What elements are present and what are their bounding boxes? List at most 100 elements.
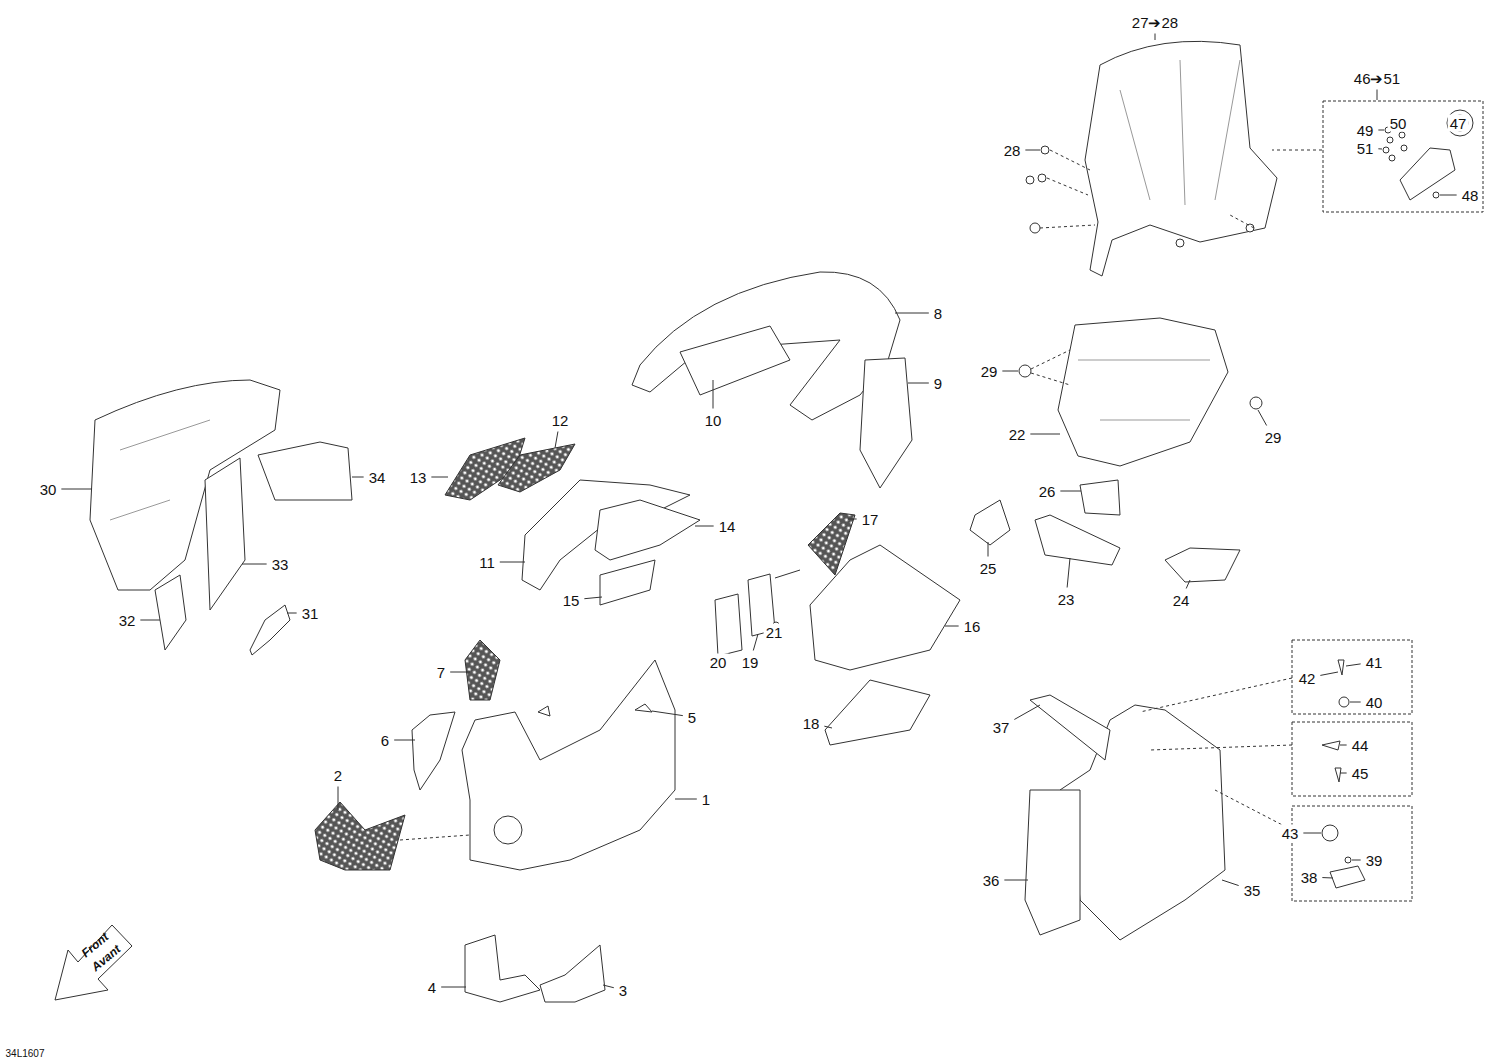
callout-number: 33 — [270, 556, 291, 573]
callout-number: 30 — [38, 481, 59, 498]
callout-number: 39 — [1364, 852, 1385, 869]
leader-line — [713, 380, 714, 409]
leader-line — [824, 726, 832, 728]
leader-line — [394, 740, 415, 741]
side-panel — [90, 380, 280, 590]
leader-line — [1002, 371, 1018, 372]
callout-number: 47 — [1448, 115, 1469, 132]
callout-number: 51 — [1355, 140, 1376, 157]
leader-line — [988, 542, 989, 557]
leader-line — [1350, 702, 1361, 703]
leader-line — [945, 626, 959, 627]
drawing-code: 34L1607 — [4, 1048, 47, 1060]
callout-number: 19 — [740, 654, 761, 671]
leader-line — [1060, 491, 1081, 492]
callout-number: 42 — [1297, 670, 1318, 687]
leader-line — [1025, 150, 1040, 151]
callout-number: 14 — [717, 518, 738, 535]
callout-number: 16 — [962, 618, 983, 635]
callout-number: 43 — [1280, 825, 1301, 842]
leader-line — [1440, 195, 1457, 196]
callout-number: 3 — [617, 982, 629, 999]
leader-line — [61, 489, 92, 490]
callout-number: 10 — [703, 412, 724, 429]
callout-number: 44 — [1350, 737, 1371, 754]
callout-number: 22 — [1007, 426, 1028, 443]
callout-number: 37 — [991, 719, 1012, 736]
leader-line — [352, 477, 364, 478]
windshield — [1085, 41, 1277, 276]
callout-number: 50 — [1388, 115, 1409, 132]
leader-line — [1004, 880, 1028, 881]
leader-line — [652, 711, 683, 716]
leader-line — [1155, 34, 1156, 41]
leader-line — [908, 383, 929, 384]
leader-line — [431, 477, 448, 478]
hood — [632, 272, 900, 420]
callout-number: 46➔51 — [1352, 70, 1402, 87]
leader-line — [1030, 434, 1060, 435]
callout-number: 28 — [1002, 142, 1023, 159]
leader-line — [1346, 664, 1361, 666]
leader-line — [1377, 90, 1378, 101]
leader-line — [1067, 558, 1070, 588]
leader-line — [287, 613, 297, 614]
callout-number: 45 — [1350, 765, 1371, 782]
callout-number: 13 — [408, 469, 429, 486]
leader-line — [441, 987, 466, 988]
callout-number: 18 — [801, 715, 822, 732]
callout-number: 26 — [1037, 483, 1058, 500]
leader-line — [140, 620, 160, 621]
callout-number: 35 — [1242, 882, 1263, 899]
callout-number: 25 — [978, 560, 999, 577]
callout-number: 36 — [981, 872, 1002, 889]
callout-number: 21 — [764, 624, 785, 641]
front-arrow — [55, 925, 132, 1000]
leader-line — [1186, 580, 1190, 589]
callout-number: 29 — [979, 363, 1000, 380]
callout-number: 32 — [117, 612, 138, 629]
leader-line — [1352, 860, 1361, 861]
leader-line — [695, 526, 714, 527]
callout-number: 24 — [1171, 592, 1192, 609]
callout-number: 1 — [700, 791, 712, 808]
callout-number: 11 — [477, 554, 497, 571]
callout-number: 8 — [932, 305, 944, 322]
callout-number: 38 — [1299, 869, 1320, 886]
leader-line — [1320, 672, 1338, 675]
leader-line — [1340, 773, 1347, 774]
leader-line — [450, 672, 470, 673]
leader-line — [584, 597, 602, 599]
leader-line — [753, 634, 758, 651]
callout-number: 41 — [1364, 654, 1385, 671]
callout-number: 9 — [932, 375, 944, 392]
callout-number: 5 — [686, 709, 698, 726]
leader-line — [1222, 880, 1239, 886]
callout-number: 7 — [435, 664, 447, 681]
callout-number: 17 — [860, 511, 881, 528]
leader-line — [1340, 745, 1347, 746]
callout-number: 34 — [367, 469, 388, 486]
callout-number: 4 — [426, 979, 438, 996]
leader-line — [603, 985, 614, 988]
callout-number: 31 — [300, 605, 321, 622]
leader-line — [1014, 705, 1040, 719]
leader-line — [848, 519, 857, 520]
leader-line — [242, 564, 267, 565]
callout-number: 48 — [1460, 187, 1481, 204]
leader-line — [500, 562, 525, 563]
leader-line — [338, 787, 339, 811]
callout-number: 6 — [379, 732, 391, 749]
panel — [1058, 318, 1228, 466]
callout-number: 49 — [1355, 122, 1376, 139]
callout-number: 15 — [561, 592, 582, 609]
leader-line — [1258, 410, 1267, 426]
leader-line — [895, 313, 929, 314]
leader-line — [555, 432, 558, 449]
leader-line — [1378, 130, 1384, 131]
leader-line — [1322, 877, 1333, 878]
leader-line — [675, 799, 697, 800]
